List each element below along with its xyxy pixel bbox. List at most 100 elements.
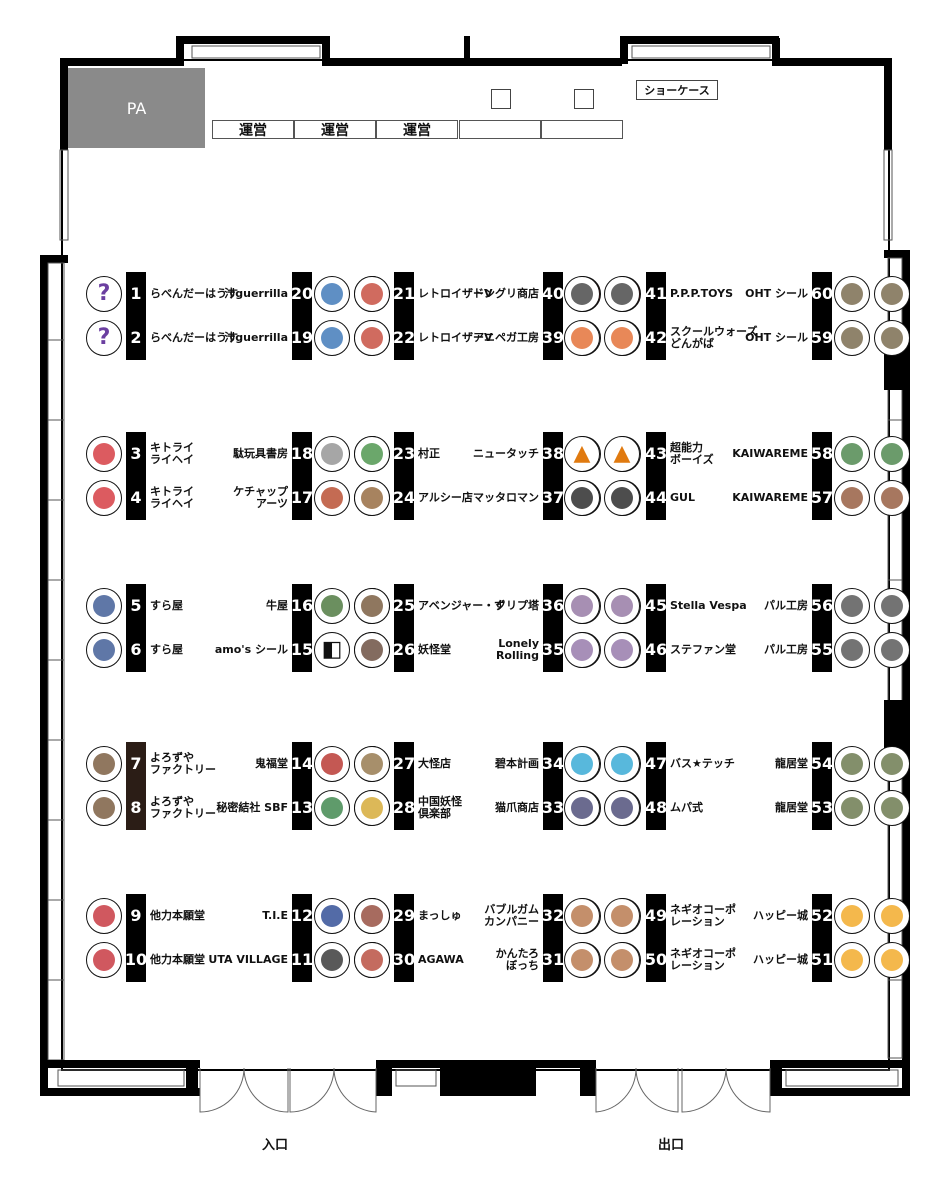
character-icon <box>604 320 640 356</box>
stall-name: キトライ ライヘイ <box>150 485 194 510</box>
text-badge-icon <box>834 632 870 668</box>
stall-table <box>543 432 563 520</box>
stall-name: ニュータッチ <box>473 447 539 460</box>
character-icon <box>354 480 390 516</box>
stall-name: パル工房 <box>764 643 808 656</box>
stall-table <box>126 432 146 520</box>
stall-number: 45 <box>644 596 668 615</box>
stall-number: 48 <box>644 798 668 817</box>
stall-name: KAIWAREME <box>732 491 808 504</box>
stall-number: 3 <box>130 444 142 463</box>
happy-logo-icon <box>874 942 910 978</box>
stall-name: 龍居堂 <box>775 757 808 770</box>
stall-number: 2 <box>130 328 142 347</box>
stall-number: 42 <box>644 328 668 347</box>
stall-number: 40 <box>541 284 565 303</box>
stall-name: ネギオコーポ レーション <box>670 903 736 928</box>
character-icon <box>354 276 390 312</box>
stall-name: amo's シール <box>214 643 288 656</box>
stall-number: 27 <box>392 754 416 773</box>
stall-number: 41 <box>644 284 668 303</box>
stall-name: よろずや ファクトリー <box>150 795 216 820</box>
top-wall <box>60 36 892 66</box>
stall-number: 15 <box>290 640 314 659</box>
stall-number: 10 <box>124 950 148 969</box>
stall-name: UTA VILLAGE <box>208 953 288 966</box>
stall-number: 46 <box>644 640 668 659</box>
stall-number: 20 <box>290 284 314 303</box>
stall-name: OHT シール <box>745 331 808 344</box>
stall-number: 43 <box>644 444 668 463</box>
text-badge-icon <box>874 632 910 668</box>
stall-table <box>812 584 832 672</box>
stall-table <box>812 272 832 360</box>
stall-table <box>292 742 312 830</box>
stall-number: 13 <box>290 798 314 817</box>
stall-table <box>543 584 563 672</box>
character-icon <box>564 276 600 312</box>
stall-name: 超能力 ボーイズ <box>670 441 714 466</box>
character-icon <box>564 790 600 826</box>
stall-number: 9 <box>130 906 142 925</box>
stall-name: キトライ ライヘイ <box>150 441 194 466</box>
stall-table <box>646 894 666 982</box>
stall-number: 29 <box>392 906 416 925</box>
stall-number: 49 <box>644 906 668 925</box>
stall-number: 60 <box>810 284 834 303</box>
stall-name: マッタロマン <box>473 491 539 504</box>
stall-name: ドングリ商店 <box>473 287 539 300</box>
stall-number: 14 <box>290 754 314 773</box>
stall-table <box>543 894 563 982</box>
character-icon <box>834 480 870 516</box>
stall-name: 大怪店 <box>418 757 451 770</box>
stall-table <box>543 272 563 360</box>
stamp-seal-icon <box>86 942 122 978</box>
stall-number: 28 <box>392 798 416 817</box>
stall-number: 50 <box>644 950 668 969</box>
stall-name: バブルガム カンパニー <box>484 903 539 928</box>
stall-name: レトロイザーV <box>418 287 493 300</box>
stall-number: 16 <box>290 596 314 615</box>
stall-number: 33 <box>541 798 565 817</box>
triangle-logo-icon: ▲ <box>564 436 600 472</box>
stall-table <box>394 432 414 520</box>
stall-number: 26 <box>392 640 416 659</box>
stall-number: 19 <box>290 328 314 347</box>
character-icon <box>564 632 600 668</box>
stall-table <box>394 742 414 830</box>
stall-name: ケチャップ アーツ <box>233 485 288 510</box>
stall-name: 汁guerrilla <box>224 287 288 300</box>
staff-table-2: 運営 <box>294 120 376 139</box>
stall-name: AGAWA <box>418 953 464 966</box>
character-icon <box>314 746 350 782</box>
character-icon <box>604 942 640 978</box>
stall-name: 他力本願堂 <box>150 909 205 922</box>
gul-logo-icon <box>604 480 640 516</box>
character-icon <box>354 320 390 356</box>
stall-table <box>394 894 414 982</box>
stall-table <box>126 584 146 672</box>
character-icon <box>564 898 600 934</box>
stall-number: 53 <box>810 798 834 817</box>
stall-number: 8 <box>130 798 142 817</box>
character-icon <box>604 588 640 624</box>
stall-number: 1 <box>130 284 142 303</box>
character-icon <box>354 632 390 668</box>
stall-name: 村正 <box>418 447 440 460</box>
character-icon <box>604 790 640 826</box>
pillar-marker <box>491 89 511 109</box>
stall-number: 18 <box>290 444 314 463</box>
staff-table-1: 運営 <box>212 120 294 139</box>
stall-name: かんたろ ぼっち <box>495 947 539 972</box>
stall-number: 57 <box>810 488 834 507</box>
stamp-seal-icon <box>86 898 122 934</box>
stall-name: KAIWAREME <box>732 447 808 460</box>
happy-logo-icon <box>834 898 870 934</box>
brand-logo-icon <box>86 436 122 472</box>
left-wall <box>40 60 69 1061</box>
character-icon <box>314 790 350 826</box>
stall-number: 55 <box>810 640 834 659</box>
question-mark-icon: ? <box>86 320 122 356</box>
stall-table <box>646 584 666 672</box>
character-icon <box>564 942 600 978</box>
